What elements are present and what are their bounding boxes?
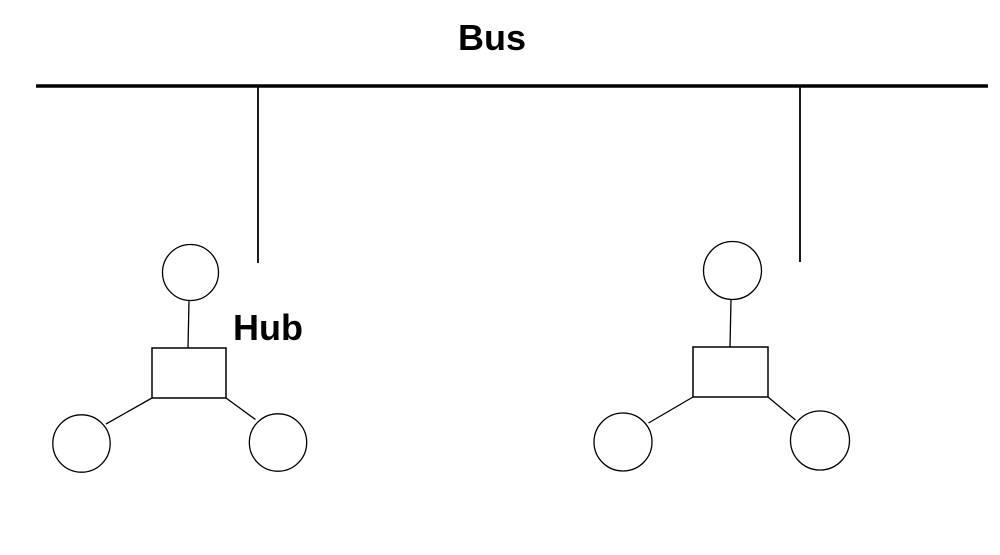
left-hub-box — [151, 347, 227, 399]
left-node-bottomright-circle — [248, 413, 308, 472]
hub-label: Hub — [233, 307, 303, 348]
right-hub-box — [692, 346, 769, 398]
bus-label: Bus — [458, 17, 526, 58]
right-star-segment — [593, 240, 851, 472]
left-star-segment: Hub — [52, 243, 308, 473]
left-node-bottomleft-circle — [52, 414, 111, 473]
left-hub-top-link-line — [187, 300, 190, 349]
left-hub-bottomright-link-line — [225, 397, 256, 421]
right-hub-bottomleft-link-line — [648, 396, 694, 424]
right-node-bottomright-circle — [789, 410, 851, 471]
left-hub-bottomleft-link-line — [105, 397, 153, 425]
right-node-top-circle — [702, 240, 763, 301]
left-node-top-circle — [161, 243, 220, 302]
right-node-bottomleft-circle — [593, 412, 653, 472]
right-hub-top-link-line — [729, 299, 732, 348]
right-hub-bottomright-link-line — [767, 396, 796, 421]
